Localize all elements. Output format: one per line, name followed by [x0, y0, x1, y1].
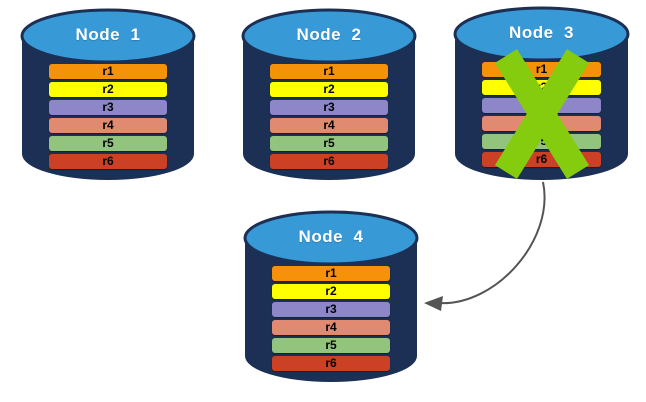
data-row-r3[interactable]: r3: [270, 100, 388, 115]
data-row-label: r3: [323, 100, 335, 114]
node-row-list: r1 r2 r3 r4 r5 r6: [243, 64, 415, 172]
data-row-label: r1: [323, 64, 335, 78]
data-row-label: r4: [325, 320, 337, 334]
data-row-r5[interactable]: r5: [49, 136, 167, 151]
data-row-r1[interactable]: r1: [270, 64, 388, 79]
data-row-r6[interactable]: r6: [49, 154, 167, 169]
node-title: Node 3: [509, 23, 574, 42]
data-row-label: r5: [325, 338, 337, 352]
node-cylinder-4[interactable]: Node 4 r1 r2 r3 r4 r5 r6: [243, 210, 419, 382]
data-row-r6[interactable]: r6: [272, 356, 390, 371]
data-row-r3[interactable]: r3: [272, 302, 390, 317]
data-row-label: r5: [323, 136, 335, 150]
node-cylinder-2[interactable]: Node 2 r1 r2 r3 r4 r5 r6: [241, 8, 417, 180]
data-row-label: r3: [325, 302, 337, 316]
arrow-line: [437, 181, 546, 305]
data-row-r5[interactable]: r5: [270, 136, 388, 151]
data-row-r2[interactable]: r2: [270, 82, 388, 97]
node-title: Node 1: [75, 25, 141, 44]
data-row-label: r3: [102, 100, 114, 114]
node-title: Node 4: [298, 227, 364, 246]
data-row-label: r6: [323, 154, 335, 168]
data-row-label: r6: [535, 152, 548, 166]
data-row-label: r5: [535, 134, 548, 148]
data-row-r6[interactable]: r6: [270, 154, 388, 169]
arrow-head: [424, 296, 443, 311]
cylinder-top-ellipse: [20, 8, 196, 64]
data-row-label: r2: [102, 82, 114, 96]
node-row-list: r1 r2 r3 r4 r5 r6: [245, 266, 417, 374]
data-row-label: r1: [102, 64, 114, 78]
data-row-label: r6: [325, 356, 337, 370]
data-row-label: r2: [323, 82, 335, 96]
failure-cross-icon: [494, 49, 590, 179]
data-row-r1[interactable]: r1: [49, 64, 167, 79]
data-row-r1[interactable]: r1: [272, 266, 390, 281]
data-row-r5[interactable]: r5: [272, 338, 390, 353]
node-title: Node 2: [296, 25, 362, 44]
data-row-label: r2: [325, 284, 337, 298]
data-row-r2[interactable]: r2: [272, 284, 390, 299]
data-row-label: r2: [535, 80, 548, 94]
cylinder-top-ellipse: [243, 210, 419, 266]
data-row-r4[interactable]: r4: [49, 118, 167, 133]
data-row-r4[interactable]: r4: [270, 118, 388, 133]
node-row-list: r1 r2 r3 r4 r5 r6: [22, 64, 194, 172]
data-row-r4[interactable]: r4: [272, 320, 390, 335]
cylinder-top-ellipse: [453, 6, 630, 62]
data-row-label: r5: [102, 136, 114, 150]
data-row-label: r6: [102, 154, 114, 168]
cylinder-top-ellipse: [241, 8, 417, 64]
data-row-label: r4: [323, 118, 335, 132]
data-row-label: r4: [102, 118, 114, 132]
data-row-label: r1: [325, 266, 337, 280]
data-row-r3[interactable]: r3: [49, 100, 167, 115]
data-row-r2[interactable]: r2: [49, 82, 167, 97]
data-row-label: r1: [535, 62, 548, 76]
node-cylinder-1[interactable]: Node 1 r1 r2 r3 r4 r5 r6: [20, 8, 196, 180]
